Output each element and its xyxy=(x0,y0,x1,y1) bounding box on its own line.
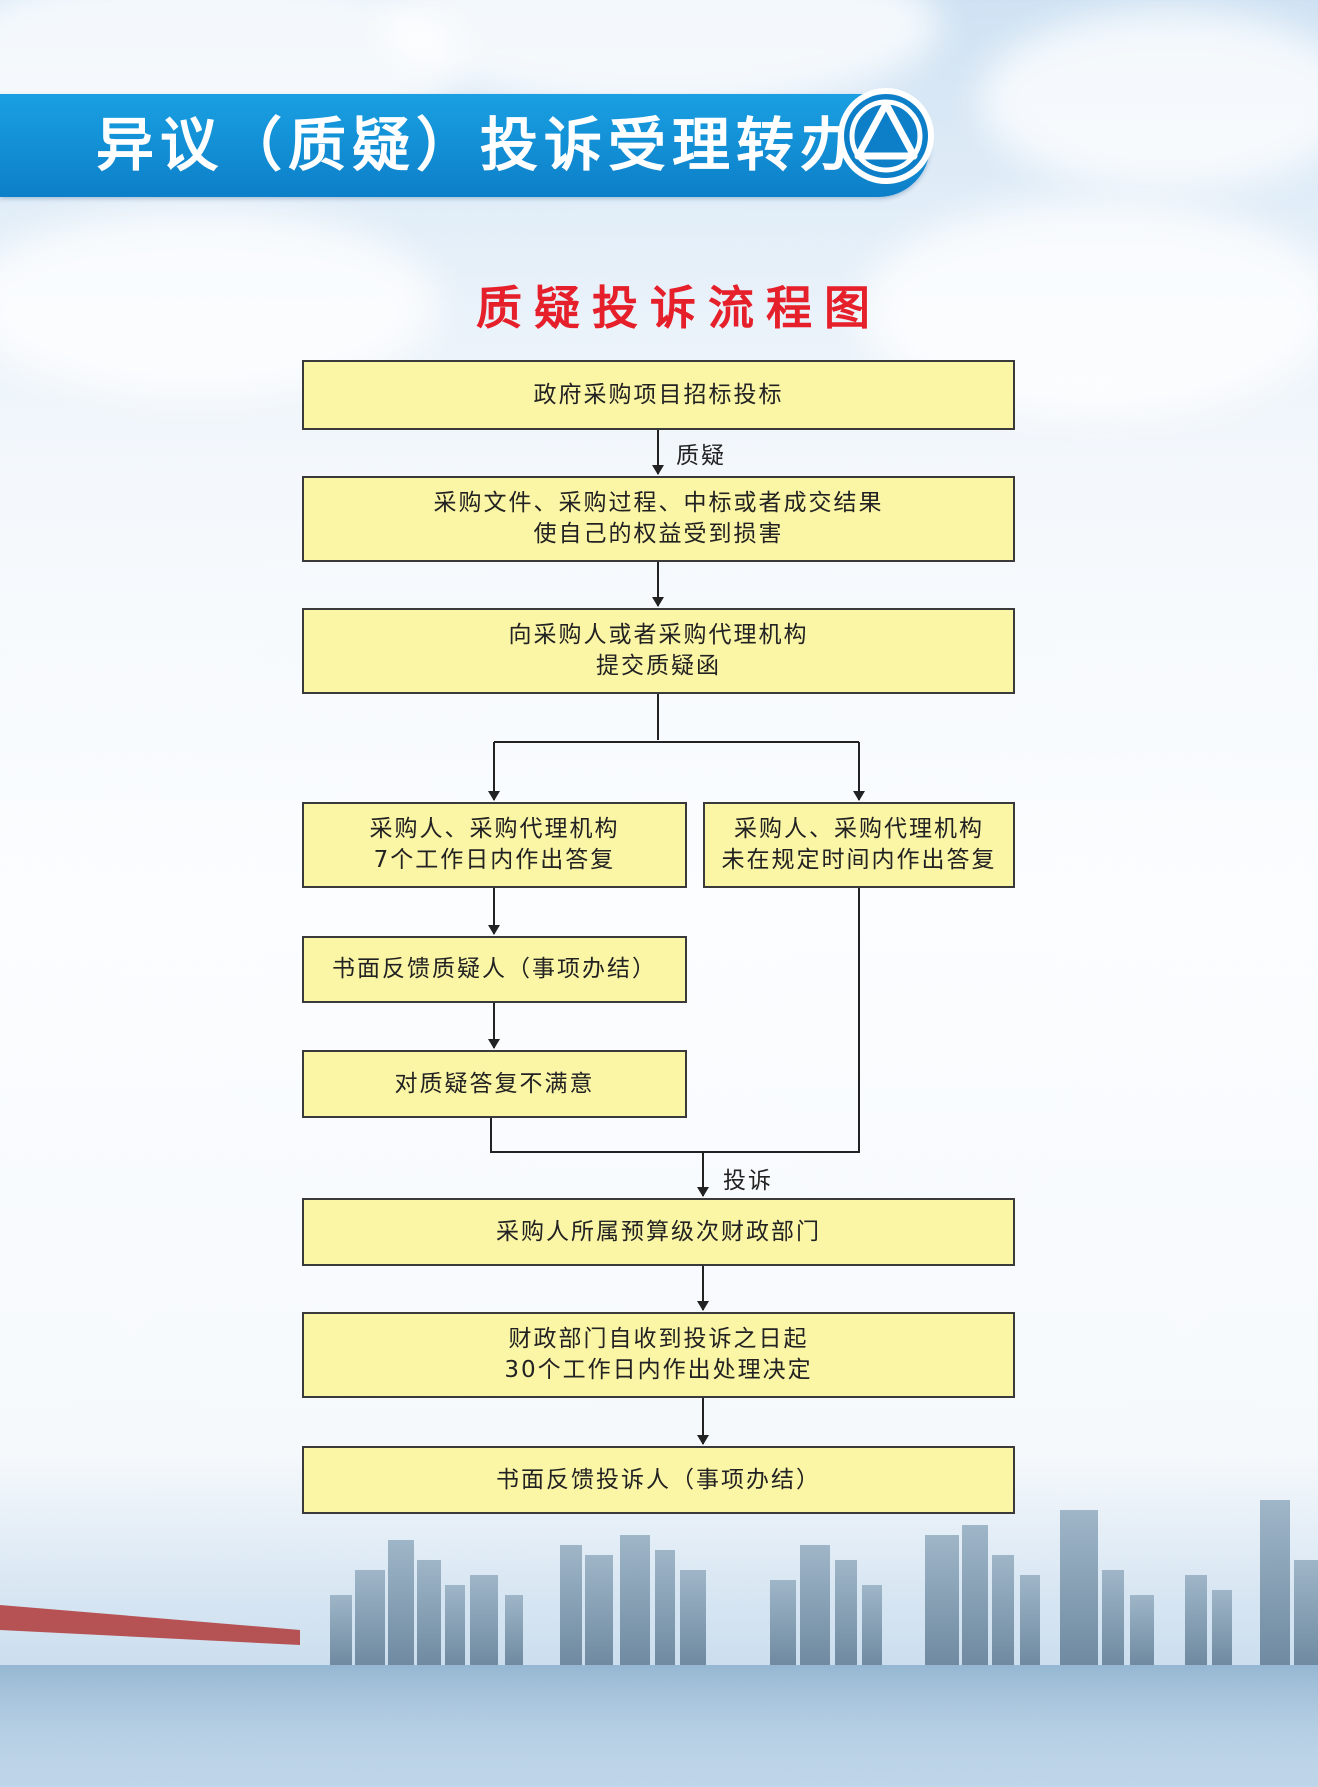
triangle-logo-icon xyxy=(838,88,934,184)
node-harm: 采购文件、采购过程、中标或者成交结果 使自己的权益受到损害 xyxy=(302,476,1015,562)
node-reply-late: 采购人、采购代理机构 未在规定时间内作出答复 xyxy=(703,802,1015,888)
connector-merge xyxy=(490,888,860,1153)
node-text: 财政部门自收到投诉之日起 xyxy=(508,1326,809,1352)
header-banner: 异议（质疑）投诉受理转办 xyxy=(0,94,930,197)
node-unsatisfied: 对质疑答复不满意 xyxy=(302,1050,687,1118)
node-start: 政府采购项目招标投标 xyxy=(302,360,1015,430)
node-text: 采购文件、采购过程、中标或者成交结果 xyxy=(433,490,884,516)
node-text: 采购人、采购代理机构 xyxy=(369,816,620,842)
node-text: 采购人所属预算级次财政部门 xyxy=(496,1218,821,1245)
edge-label-question: 质疑 xyxy=(676,443,726,469)
node-text: 对质疑答复不满意 xyxy=(394,1070,595,1097)
node-text: 书面反馈投诉人（事项办结） xyxy=(496,1466,821,1493)
node-text: 未在规定时间内作出答复 xyxy=(721,847,997,873)
node-reply-ok: 采购人、采购代理机构 7个工作日内作出答复 xyxy=(302,802,687,888)
city-skyline-image xyxy=(0,1500,1318,1787)
cloud xyxy=(980,10,1318,190)
node-text: 向采购人或者采购代理机构 xyxy=(508,622,809,648)
node-finance-dept: 采购人所属预算级次财政部门 xyxy=(302,1198,1015,1266)
node-submit: 向采购人或者采购代理机构 提交质疑函 xyxy=(302,608,1015,694)
node-text: 提交质疑函 xyxy=(596,653,721,679)
node-text: 7个工作日内作出答复 xyxy=(373,847,616,873)
banner-title: 异议（质疑）投诉受理转办 xyxy=(96,111,865,179)
node-feedback-questioner: 书面反馈质疑人（事项办结） xyxy=(302,936,687,1003)
node-text: 30个工作日内作出处理决定 xyxy=(504,1357,813,1383)
node-text: 政府采购项目招标投标 xyxy=(533,381,784,408)
flowchart-title: 质疑投诉流程图 xyxy=(476,281,882,335)
node-text: 使自己的权益受到损害 xyxy=(533,521,784,547)
node-decision: 财政部门自收到投诉之日起 30个工作日内作出处理决定 xyxy=(302,1312,1015,1398)
node-text: 书面反馈质疑人（事项办结） xyxy=(332,956,657,982)
edge-label-complaint: 投诉 xyxy=(723,1168,773,1194)
node-feedback-complainant: 书面反馈投诉人（事项办结） xyxy=(302,1446,1015,1514)
node-text: 采购人、采购代理机构 xyxy=(734,816,984,842)
